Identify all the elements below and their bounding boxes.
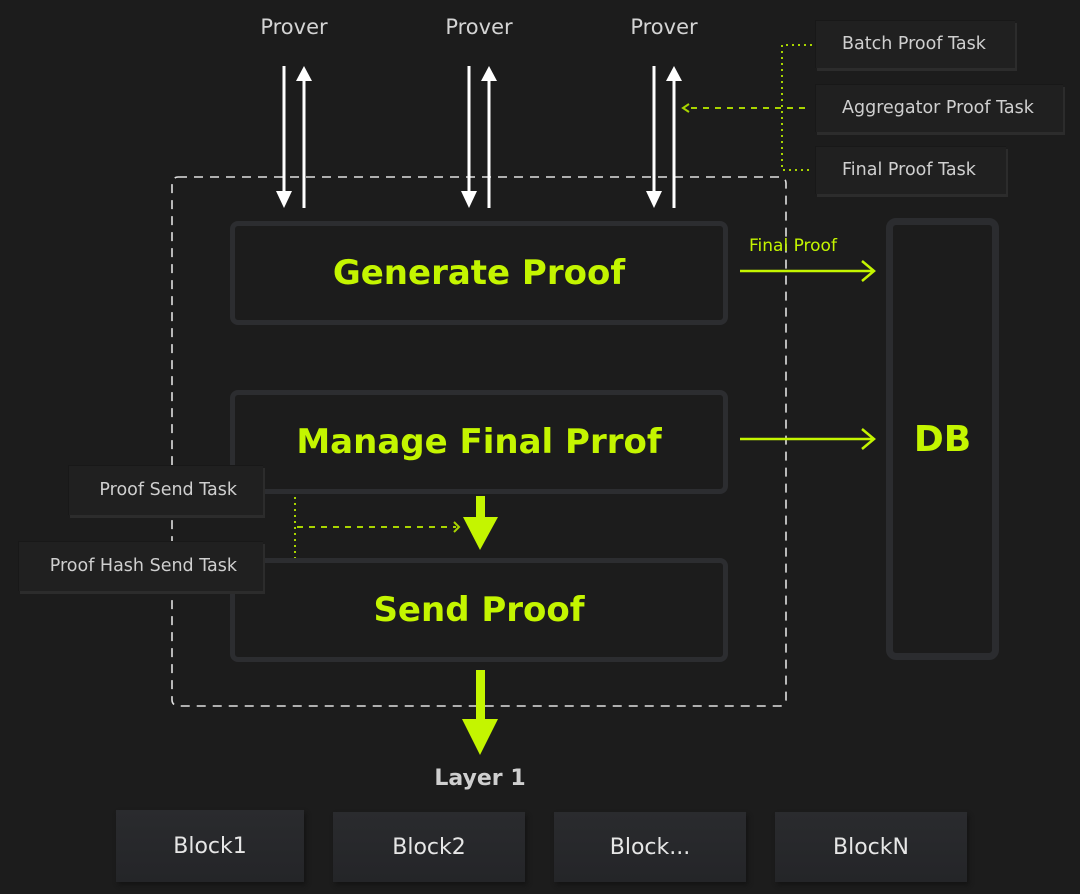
send-task-bracket (266, 489, 461, 565)
block-label: BlockN (833, 834, 909, 860)
stage-label: Manage Final Prrof (296, 422, 662, 462)
prover-arrows-2 (461, 66, 497, 208)
task-label: Batch Proof Task (842, 34, 986, 54)
task-label: Proof Send Task (99, 480, 237, 500)
stage-label: Generate Proof (332, 253, 626, 293)
task-label: Proof Hash Send Task (49, 556, 237, 576)
block-label: Block2 (392, 834, 466, 860)
prover-arrows-3 (646, 66, 682, 208)
block-label: Block1 (173, 833, 247, 859)
stage-send-proof: Send Proof (230, 558, 728, 662)
task-proof-send: Proof Send Task (68, 465, 263, 515)
task-batch-proof: Batch Proof Task (815, 20, 1015, 68)
orchestrator-boundary (171, 176, 787, 707)
block-1: Block1 (116, 810, 304, 882)
prover-task-bracket (681, 44, 812, 171)
task-final-proof: Final Proof Task (815, 146, 1006, 194)
task-label: Final Proof Task (842, 160, 976, 180)
block-2: Block2 (333, 812, 525, 882)
database: DB (886, 218, 999, 660)
stage-label: Send Proof (373, 590, 585, 630)
final-proof-label: Final Proof (749, 236, 837, 256)
task-aggregator-proof: Aggregator Proof Task (815, 84, 1063, 132)
db-label: DB (913, 418, 972, 460)
layer1-label: Layer 1 (434, 766, 526, 791)
prover-label-2: Prover (445, 15, 513, 39)
send-to-layer1-arrow (462, 670, 498, 755)
prover-arrows-1 (276, 66, 312, 208)
prover-label-1: Prover (260, 15, 328, 39)
manage-to-send-arrow (463, 496, 498, 550)
block-ellipsis: Block... (554, 812, 746, 882)
prover-label-3: Prover (630, 15, 698, 39)
final-proof-arrow (740, 260, 876, 282)
task-label: Aggregator Proof Task (842, 98, 1034, 118)
block-n: BlockN (775, 812, 967, 882)
block-label: Block... (609, 834, 691, 860)
manage-to-db-arrow (740, 428, 876, 450)
stage-generate-proof: Generate Proof (230, 221, 728, 325)
task-proof-hash-send: Proof Hash Send Task (18, 541, 263, 591)
stage-manage-final-proof: Manage Final Prrof (230, 390, 728, 494)
